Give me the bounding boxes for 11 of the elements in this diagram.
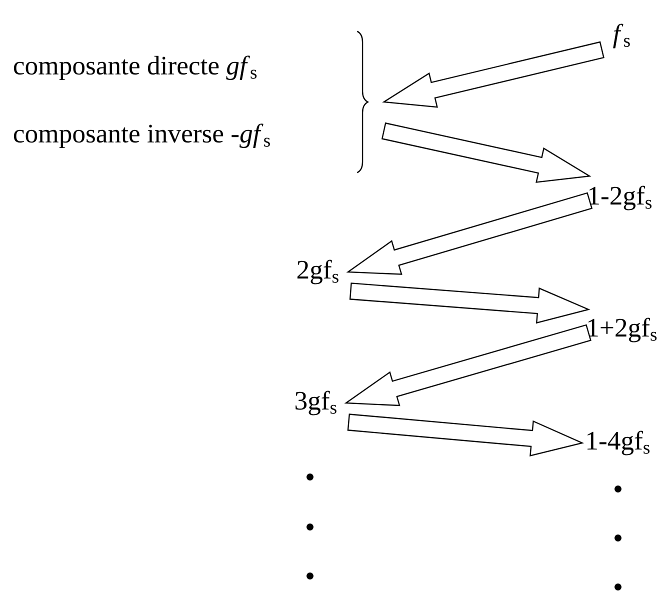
frequency-label: 3gf$_{s}$ [296, 390, 336, 416]
frequency-label: 1+2gf$_{s}$ [588, 318, 657, 342]
block-arrow [347, 414, 584, 457]
frequency-label: 1-4gf$_{s}$ [588, 430, 650, 456]
frequency-label: f$_{s}$ [613, 24, 630, 48]
block-arrow [382, 41, 604, 108]
frequency-label: 2gf$_{s}$ [297, 260, 338, 284]
frequency-label: 1-2gf$_{s}$ [590, 186, 652, 210]
brace-group: composante directe gf$_{s}$ composante inverse -gf$_{s}$ [14, 30, 368, 174]
block-arrow [344, 324, 592, 406]
block-arrow [349, 282, 590, 324]
